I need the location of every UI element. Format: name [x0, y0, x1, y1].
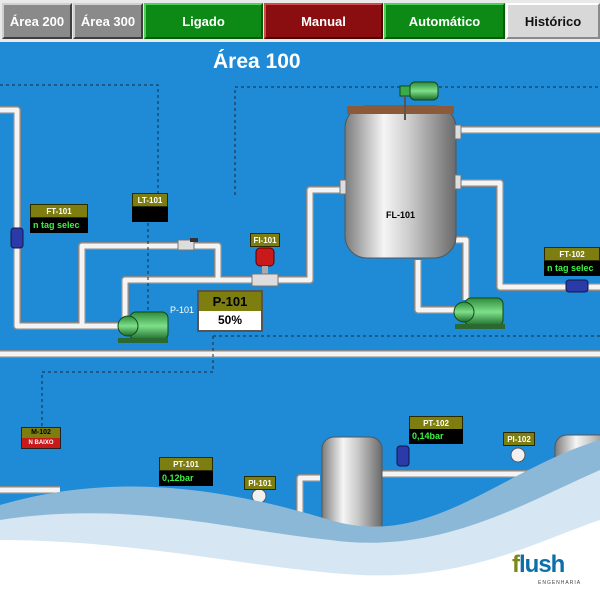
area-300-button[interactable]: Área 300	[73, 3, 143, 39]
p101-label: P-101	[170, 305, 195, 315]
pump-p101-status[interactable]: P-101 50%	[197, 290, 263, 332]
lt101-tag[interactable]: LT-101	[132, 193, 168, 207]
m102-alarm: N BAIXO	[22, 438, 60, 448]
pump-p101	[117, 311, 169, 343]
logo-subtitle: ENGENHARIA	[538, 580, 582, 586]
pump-2	[453, 297, 505, 329]
ft101-tag[interactable]: FT-101	[30, 204, 88, 218]
ft102-tag[interactable]: FT-102	[544, 247, 600, 261]
automatico-button[interactable]: Automático	[384, 3, 505, 39]
pt102-value: 0,14bar	[409, 429, 463, 444]
ft101-value: n tag selec	[30, 218, 88, 233]
pi101-tag[interactable]: PI-101	[244, 476, 276, 490]
flow-indicator-fi101	[251, 247, 279, 287]
top-navigation: Área 200 Área 300 Ligado Manual Automáti…	[0, 0, 600, 42]
pt101-value: 0,12bar	[159, 471, 213, 486]
pt102-tag[interactable]: PT-102	[409, 416, 463, 430]
agitator-motor	[399, 81, 439, 120]
ft102-value: n tag selec	[544, 261, 600, 276]
lt101-value	[132, 207, 168, 222]
mixer-m102-status[interactable]: M-102 N BAIXO	[21, 427, 61, 449]
pt101-tag[interactable]: PT-101	[159, 457, 213, 471]
historico-button[interactable]: Histórico	[506, 3, 600, 39]
ligado-button[interactable]: Ligado	[144, 3, 263, 39]
page-title: Área 100	[213, 50, 301, 73]
tank-fl101	[339, 105, 462, 259]
pump-speed-value: 50%	[217, 313, 243, 327]
manual-button[interactable]: Manual	[264, 3, 383, 39]
fi101-tag[interactable]: FI-101	[250, 233, 280, 247]
pi102-tag[interactable]: PI-102	[503, 432, 535, 446]
m102-tag: M-102	[22, 428, 60, 438]
tank-fl101-label: FL-101	[386, 210, 416, 220]
area-200-button[interactable]: Área 200	[2, 3, 72, 39]
flush-logo: flush	[512, 551, 565, 578]
pump-name: P-101	[199, 292, 261, 311]
